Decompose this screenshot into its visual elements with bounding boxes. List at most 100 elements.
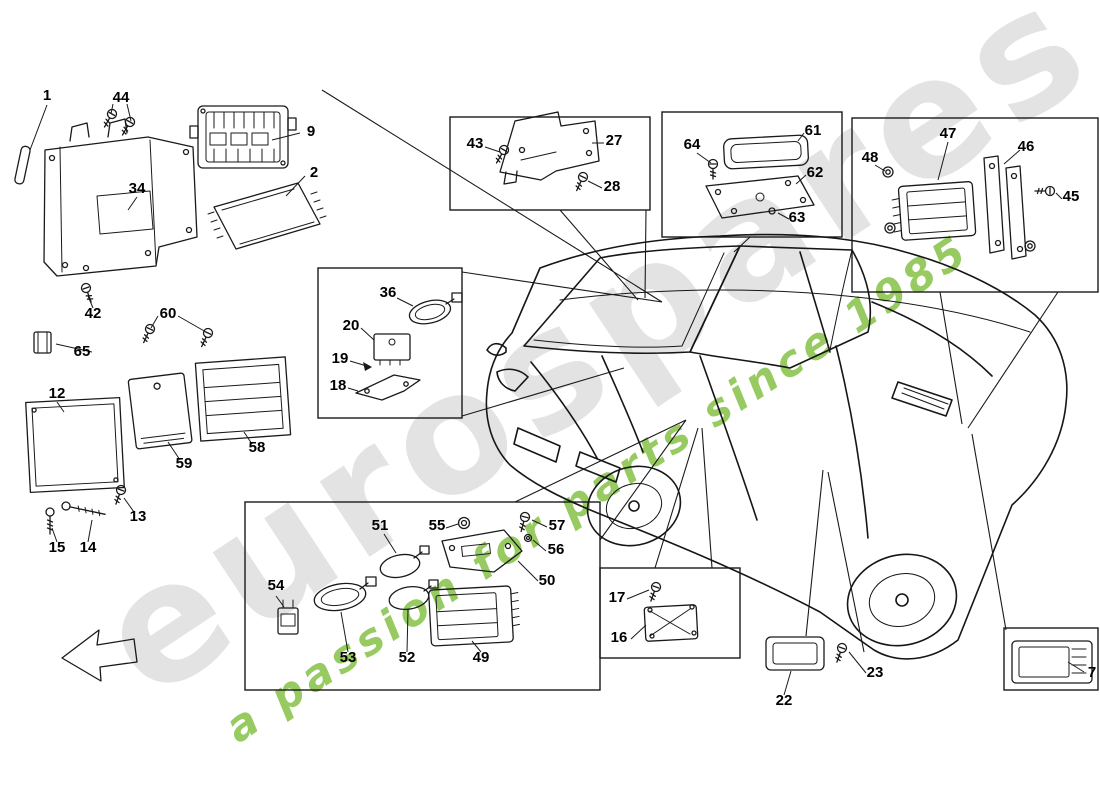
car-front-intake-right bbox=[575, 451, 621, 483]
part-callout-16: 16 bbox=[611, 629, 628, 646]
direction-arrow bbox=[61, 629, 138, 682]
part-9-control-unit bbox=[189, 105, 297, 169]
part-callout-61: 61 bbox=[805, 122, 822, 139]
part-callout-20: 20 bbox=[343, 317, 360, 334]
part-42-screw bbox=[79, 281, 97, 305]
part-36-antenna-cable bbox=[408, 292, 463, 325]
part-51-cable bbox=[379, 545, 430, 579]
part-54-connector bbox=[277, 599, 299, 635]
part-callout-56: 56 bbox=[548, 541, 565, 558]
part-34-bracket bbox=[43, 118, 198, 277]
part-16-module bbox=[643, 604, 699, 642]
car-door-seam-rear bbox=[835, 345, 869, 539]
car-rear-wheel bbox=[846, 553, 958, 647]
group-box-48-47-46-45 bbox=[851, 117, 1099, 293]
part-callout-52: 52 bbox=[399, 649, 416, 666]
car-side-glass bbox=[689, 245, 872, 369]
callout-leader-lines bbox=[29, 103, 1085, 696]
car-headlight bbox=[496, 368, 529, 392]
part-callout-46: 46 bbox=[1018, 138, 1035, 155]
part-17-screw bbox=[645, 580, 663, 604]
part-50-bracket bbox=[441, 529, 523, 573]
part-callout-45: 45 bbox=[1063, 188, 1080, 205]
part-callout-14: 14 bbox=[80, 539, 97, 556]
nut-lower-right bbox=[1024, 240, 1036, 252]
group-box-17-16 bbox=[599, 567, 741, 659]
car-mirror bbox=[486, 342, 507, 356]
part-callout-12: 12 bbox=[49, 385, 66, 402]
part-61-control-unit bbox=[723, 134, 809, 170]
part-49-control-unit bbox=[428, 585, 521, 647]
part-callout-51: 51 bbox=[372, 517, 389, 534]
part-60-screw-b bbox=[196, 326, 215, 350]
group-boxes bbox=[244, 111, 1099, 691]
car-hood-line-right bbox=[601, 355, 644, 453]
car-door-seam-front bbox=[699, 355, 758, 521]
watermark: eurospares a passion for parts since 198… bbox=[66, 0, 1100, 753]
part-callout-28: 28 bbox=[604, 178, 621, 195]
part-18-bracket bbox=[355, 374, 421, 401]
part-56-washer bbox=[523, 533, 533, 543]
part-27-bracket bbox=[499, 111, 600, 185]
part-callout-15: 15 bbox=[49, 539, 66, 556]
part-callout-42: 42 bbox=[85, 305, 102, 322]
part-callout-55: 55 bbox=[429, 517, 446, 534]
part-60-screw-a bbox=[138, 322, 157, 346]
part-callout-22: 22 bbox=[776, 692, 793, 709]
group-box-43-27-28 bbox=[449, 116, 651, 211]
part-59-module bbox=[127, 372, 193, 450]
part-callout-54: 54 bbox=[268, 577, 285, 594]
part-55-grommet bbox=[457, 516, 471, 530]
part-15-bolt bbox=[45, 507, 55, 535]
part-callout-36: 36 bbox=[380, 284, 397, 301]
part-callout-13: 13 bbox=[130, 508, 147, 525]
part-1-pin bbox=[14, 145, 31, 185]
part-52-cable bbox=[388, 579, 439, 611]
part-45-screw bbox=[1034, 185, 1056, 197]
car-illustration bbox=[485, 233, 1068, 660]
part-callout-34: 34 bbox=[129, 180, 146, 197]
part-23-screw bbox=[831, 641, 849, 665]
part-callout-43: 43 bbox=[467, 135, 484, 152]
part-44-screw-b bbox=[117, 115, 137, 138]
group-box-36-20-19-18 bbox=[317, 267, 463, 419]
part-callout-49: 49 bbox=[473, 649, 490, 666]
part-63-washer bbox=[768, 207, 776, 215]
part-14-screw bbox=[61, 501, 106, 517]
part-callout-64: 64 bbox=[684, 136, 701, 153]
car-body-outline bbox=[485, 233, 1068, 660]
part-callout-47: 47 bbox=[940, 125, 957, 142]
part-callout-2: 2 bbox=[310, 164, 318, 181]
part-callout-53: 53 bbox=[340, 649, 357, 666]
part-62-bracket-plate bbox=[705, 175, 815, 219]
part-22-module bbox=[765, 636, 825, 671]
part-callout-9: 9 bbox=[307, 123, 315, 140]
part-callout-7: 7 bbox=[1088, 664, 1096, 681]
part-callout-44: 44 bbox=[113, 89, 130, 106]
part-12-control-unit bbox=[25, 396, 125, 494]
part-callout-65: 65 bbox=[74, 343, 91, 360]
part-20-module bbox=[373, 333, 411, 366]
car-engine-vent bbox=[891, 381, 953, 417]
part-47-control-unit bbox=[891, 181, 977, 241]
part-callout-27: 27 bbox=[606, 132, 623, 149]
part-58-control-unit bbox=[194, 356, 292, 442]
car-hood-line-left bbox=[530, 361, 598, 459]
part-callout-59: 59 bbox=[176, 455, 193, 472]
car-front-wheel bbox=[586, 465, 682, 547]
part-callout-50: 50 bbox=[539, 572, 556, 589]
part-callout-48: 48 bbox=[862, 149, 879, 166]
part-28-screw bbox=[571, 170, 590, 194]
part-53-cable bbox=[313, 576, 377, 612]
part-65-clip bbox=[33, 331, 52, 354]
car-front-intake-left bbox=[513, 427, 561, 463]
part-callout-63: 63 bbox=[789, 209, 806, 226]
part-7-module bbox=[1011, 640, 1093, 684]
car-rear-deck-line bbox=[871, 301, 993, 377]
part-callout-1: 1 bbox=[43, 87, 51, 104]
part-callout-17: 17 bbox=[609, 589, 626, 606]
part-46-brackets bbox=[983, 155, 1027, 260]
part-callout-18: 18 bbox=[330, 377, 347, 394]
